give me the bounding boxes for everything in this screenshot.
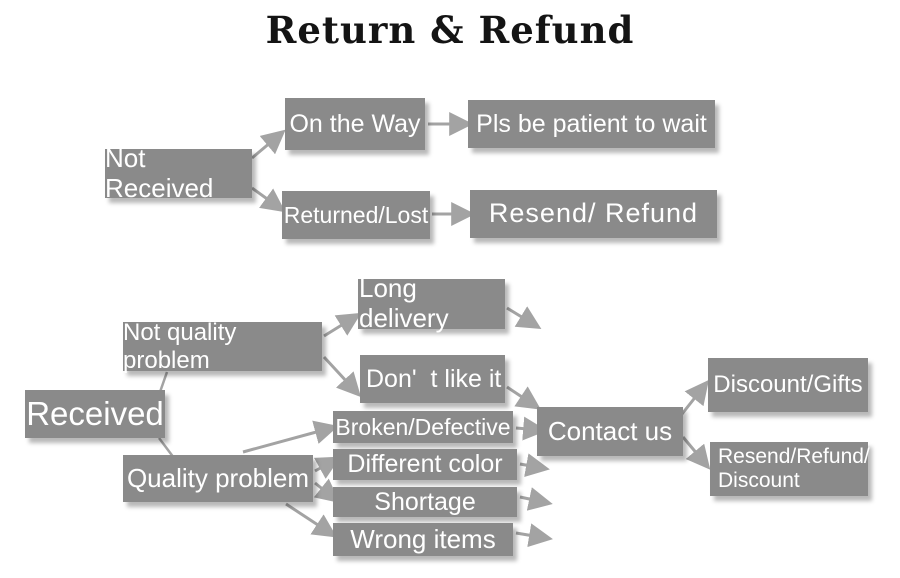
node-resend-refund-discount: Resend/Refund/ Discount — [710, 442, 870, 496]
node-discount-gifts: Discount/Gifts — [708, 358, 868, 412]
node-shortage: Shortage — [333, 487, 517, 517]
node-quality-problem: Quality problem — [123, 455, 313, 502]
node-contact-us: Contact us — [537, 407, 683, 456]
node-returned-lost: Returned/Lost — [282, 191, 430, 239]
node-pls-be-patient: Pls be patient to wait — [468, 100, 715, 148]
node-resend-refund: Resend/ Refund — [470, 190, 717, 238]
page-title: Return & Refund — [265, 8, 635, 52]
node-not-received: Not Received — [105, 143, 252, 202]
node-different-color: Different color — [333, 449, 517, 480]
node-wrong-items: Wrong items — [333, 523, 513, 556]
node-received: Received — [25, 390, 165, 438]
node-long-delivery: Long delivery — [358, 273, 505, 333]
node-not-quality-problem: Not quality problem — [123, 319, 322, 374]
node-dont-like-it: Don' t like it — [360, 355, 505, 403]
node-on-the-way: On the Way — [285, 98, 425, 150]
node-broken-defective: Broken/Defective — [333, 411, 513, 443]
